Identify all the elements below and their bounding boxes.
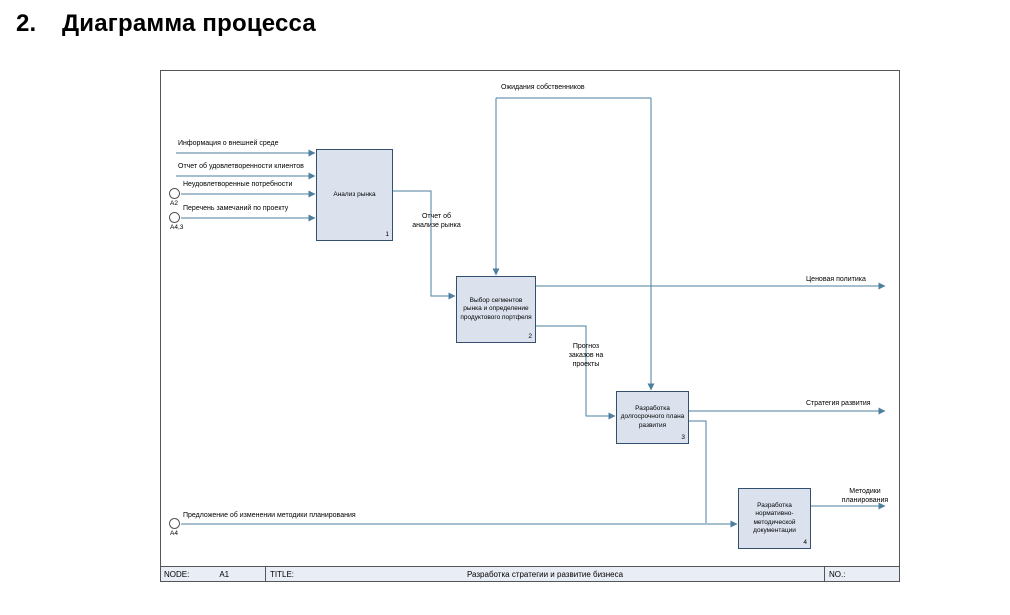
footer-title-cell: TITLE: Разработка стратегии и развитие б… xyxy=(266,567,825,581)
flow-label-external-info: Информация о внешней среде xyxy=(178,140,279,147)
footer-node-cell: NODE: A1 xyxy=(161,567,266,581)
flow-label-unmet-needs: Неудовлетворенные потребности xyxy=(183,181,293,188)
external-ref-circle-a2 xyxy=(169,188,180,199)
activity-label-2: Выбор сегментов рынка и определение прод… xyxy=(460,296,532,321)
activity-number-3: 3 xyxy=(681,433,685,441)
activity-box-3: Разработка долгосрочного плана развития … xyxy=(616,391,689,444)
arrow-box2-to-box3 xyxy=(536,325,616,420)
flow-label-strategy: Стратегия развития xyxy=(806,400,871,407)
node-value: A1 xyxy=(219,569,230,579)
external-ref-circle-a4 xyxy=(169,518,180,529)
external-ref-circle-a43 xyxy=(169,212,180,223)
arrow-box3-to-box4 xyxy=(689,420,707,523)
process-diagram: Анализ рынка 1 Выбор сегментов рынка и о… xyxy=(160,70,900,582)
activity-number-2: 2 xyxy=(528,332,532,340)
no-label: NO.: xyxy=(829,569,846,579)
activity-label-1: Анализ рынка xyxy=(333,190,376,198)
arrow-box1-to-box2 xyxy=(393,190,456,300)
flow-label-owners: Ожидания собственников xyxy=(501,84,585,91)
activity-label-3: Разработка долгосрочного плана развития xyxy=(620,404,685,429)
external-ref-a4: А4 xyxy=(170,530,178,537)
title-label: TITLE: xyxy=(270,569,295,579)
section-title: Диаграмма процесса xyxy=(62,10,316,37)
flow-label-planning-methods: Методики планирования xyxy=(841,488,889,504)
flow-label-project-remarks: Перечень замечаний по проекту xyxy=(183,205,289,212)
node-label: NODE: xyxy=(164,569,190,579)
connector-lines xyxy=(176,97,886,528)
footer-number-cell: NO.: xyxy=(825,567,899,581)
activity-number-4: 4 xyxy=(803,538,807,546)
activity-box-2: Выбор сегментов рынка и определение прод… xyxy=(456,276,536,343)
external-ref-a43: А4,3 xyxy=(170,224,184,231)
flow-label-order-forecast: Прогноз заказов на проекты xyxy=(568,343,604,368)
external-ref-a2: А2 xyxy=(170,200,178,207)
flow-label-client-satisfaction: Отчет об удовлетворенности клиентов xyxy=(178,163,304,170)
activity-label-4: Разработка нормативно-методической докум… xyxy=(753,501,796,534)
activity-box-1: Анализ рынка 1 xyxy=(316,149,393,241)
title-value: Разработка стратегии и развитие бизнеса xyxy=(466,569,624,579)
flow-label-pricing-policy: Ценовая политика xyxy=(806,276,866,283)
section-heading: 2. Диаграмма процесса xyxy=(16,10,316,38)
activity-box-4: Разработка нормативно-методической докум… xyxy=(738,488,811,549)
diagram-footer-bar: NODE: A1 TITLE: Разработка стратегии и р… xyxy=(161,566,899,581)
section-number: 2. xyxy=(16,10,37,37)
flow-label-market-report: Отчет об анализе рынка xyxy=(412,213,461,229)
flow-label-change-proposal: Предложение об изменении методики планир… xyxy=(183,512,356,519)
activity-number-1: 1 xyxy=(385,230,389,238)
